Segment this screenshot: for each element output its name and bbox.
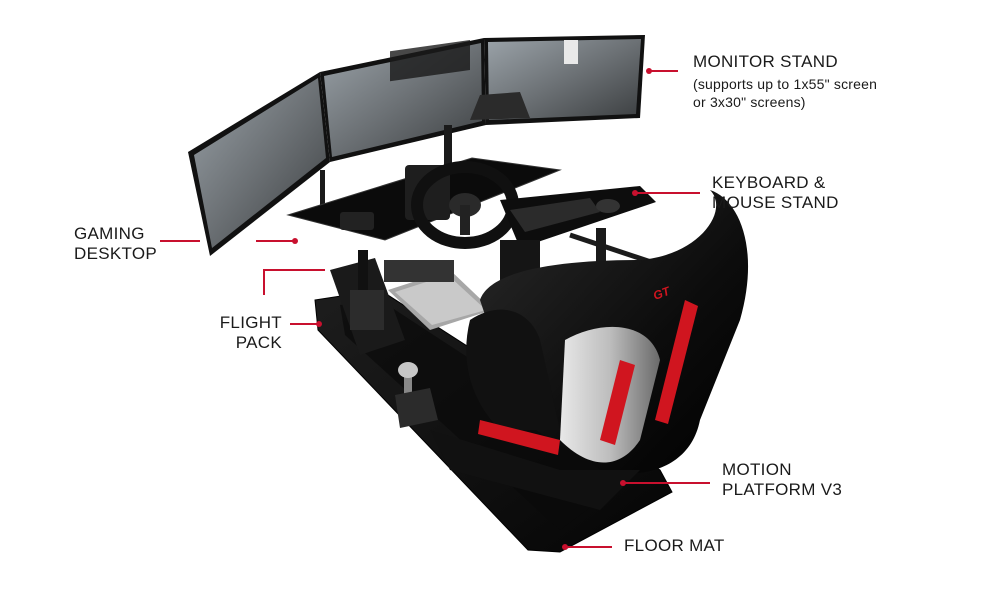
shifter: [395, 362, 438, 428]
gaming-desktop-label: GAMING DESKTOP: [74, 224, 157, 264]
motion-platform-line-2: PLATFORM V3: [722, 480, 843, 499]
monitor-stand-detail-2: or 3x30" screens): [693, 94, 806, 110]
floor-mat-label: FLOOR MAT: [624, 536, 725, 556]
motion-platform-shape: [430, 430, 640, 510]
motion-platform-line-1: MOTION: [722, 460, 792, 479]
keyboard-mouse-line-2: MOUSE STAND: [712, 193, 839, 212]
flight-pack-shape: [330, 250, 405, 355]
gaming-desktop-line-1: GAMING: [74, 224, 145, 243]
seat-logo: GT: [651, 283, 673, 302]
flight-pack-line-1: FLIGHT: [219, 313, 282, 332]
racing-seat: GT: [466, 190, 749, 489]
gaming-desktop-line-2: DESKTOP: [74, 244, 158, 263]
motion-platform-label: MOTION PLATFORM V3: [722, 460, 842, 500]
monitors: [188, 35, 645, 256]
monitor-stand-detail-1: (supports up to 1x55" screen: [693, 76, 878, 92]
keyboard-mouse-label: KEYBOARD & MOUSE STAND: [712, 173, 839, 213]
monitor-stand-label: MONITOR STAND (supports up to 1x55" scre…: [693, 52, 877, 111]
monitor-stand-title: MONITOR STAND: [693, 52, 838, 71]
keyboard-mouse-line-1: KEYBOARD &: [712, 173, 826, 192]
flight-pack-label: FLIGHT PACK: [200, 313, 282, 353]
floor-mat-line-1: FLOOR MAT: [624, 536, 725, 555]
flight-pack-line-2: PACK: [235, 333, 282, 352]
